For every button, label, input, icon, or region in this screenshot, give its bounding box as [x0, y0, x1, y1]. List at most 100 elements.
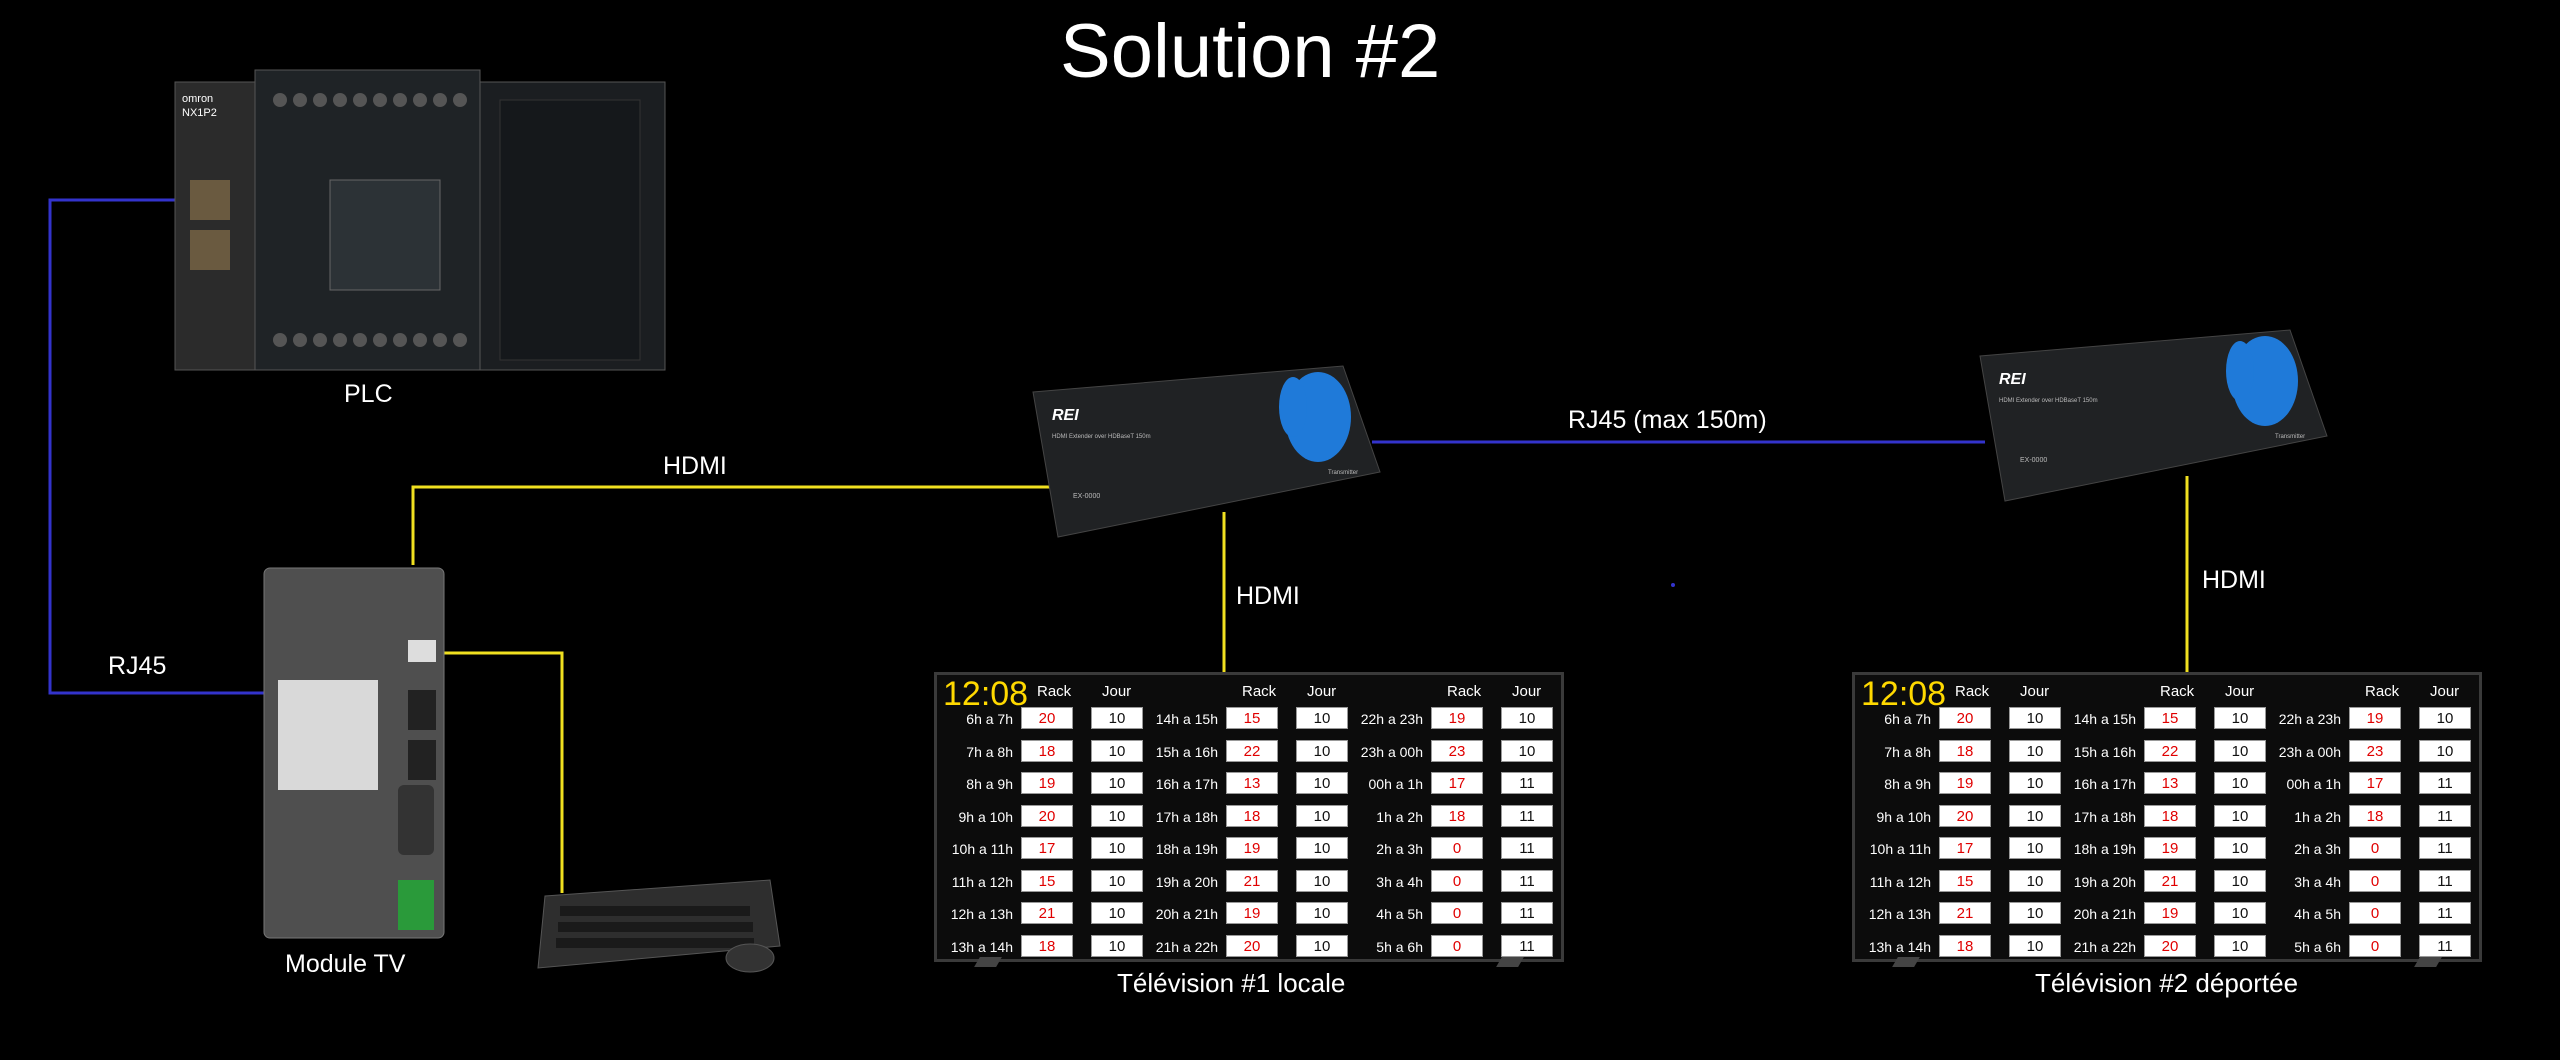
- rack-value: 23: [1431, 739, 1483, 762]
- rack-value: 22: [2144, 739, 2196, 762]
- time-slot-label: 10h a 11h: [951, 841, 1013, 857]
- jour-value: 10: [1296, 869, 1348, 892]
- time-slot-label: 3h a 4h: [1376, 873, 1423, 890]
- stray-dot: [1671, 583, 1675, 587]
- rack-value: 21: [1021, 902, 1073, 924]
- jour-value: 10: [2214, 707, 2266, 729]
- time-slot-label: 21h a 22h: [1155, 938, 1218, 955]
- jour-value: 10: [2009, 772, 2061, 794]
- jour-value: 11: [1501, 934, 1553, 957]
- rack-value: 15: [1226, 707, 1278, 729]
- jour-value: 10: [2214, 739, 2266, 762]
- time-slot-label: 00h a 1h: [1368, 776, 1424, 792]
- rack-value: 17: [1431, 772, 1483, 794]
- jour-value: 10: [1091, 707, 1143, 729]
- jour-value: 10: [1296, 902, 1348, 924]
- extender2-brand: REI: [1999, 371, 2026, 388]
- rack-value: 0: [1431, 837, 1483, 859]
- rack-value: 18: [1226, 804, 1278, 827]
- rack-value: 21: [1939, 902, 1991, 924]
- jour-value: 11: [2419, 804, 2471, 827]
- rack-value: 0: [2349, 902, 2401, 924]
- rack-value: 19: [2349, 707, 2401, 729]
- extender1-tag: Transmitter: [1328, 470, 1358, 476]
- time-slot-label: 20h a 21h: [2073, 906, 2136, 922]
- rack-value: 20: [2144, 934, 2196, 957]
- jour-value: 10: [2214, 837, 2266, 859]
- jour-value: 10: [1501, 707, 1553, 729]
- time-slot-label: 8h a 9h: [1884, 776, 1931, 792]
- jour-value: 11: [1501, 837, 1553, 859]
- extender2-caption: HDMI Extender over HDBaseT 150m: [1999, 398, 2098, 404]
- time-slot-label: 12h a 13h: [1868, 906, 1931, 922]
- jour-value: 10: [2009, 934, 2061, 957]
- jour-value: 10: [2214, 869, 2266, 892]
- time-slot-label: 8h a 9h: [966, 776, 1013, 792]
- jour-header: Jour: [2020, 683, 2050, 700]
- jour-value: 10: [1091, 804, 1143, 827]
- jour-value: 10: [1296, 837, 1348, 859]
- module-tv-label: Module TV: [285, 950, 406, 978]
- time-slot-label: 14h a 15h: [1155, 711, 1218, 727]
- time-slot-label: 23h a 00h: [2278, 743, 2341, 760]
- jour-value: 11: [2419, 869, 2471, 892]
- time-slot-label: 3h a 4h: [2294, 873, 2341, 890]
- time-slot-label: 7h a 8h: [966, 743, 1013, 760]
- rack-value: 20: [1021, 804, 1073, 827]
- rack-value: 19: [1021, 772, 1073, 794]
- jour-value: 10: [2009, 739, 2061, 762]
- time-slot-label: 2h a 3h: [1376, 841, 1423, 857]
- rack-value: 20: [1021, 707, 1073, 729]
- jour-value: 11: [1501, 902, 1553, 924]
- rack-value: 0: [1431, 869, 1483, 892]
- jour-value: 10: [2419, 739, 2471, 762]
- time-slot-label: 9h a 10h: [958, 808, 1014, 825]
- extender2-model: EX-0000: [2020, 457, 2047, 464]
- rack-value: 20: [1939, 707, 1991, 729]
- rack-header: Rack: [1242, 683, 1277, 700]
- time-slot-label: 6h a 7h: [1884, 711, 1931, 727]
- jour-value: 10: [2214, 934, 2266, 957]
- jour-value: 10: [1296, 739, 1348, 762]
- rack-value: 17: [1021, 837, 1073, 859]
- rack-value: 15: [1939, 869, 1991, 892]
- hdmi-left-label: HDMI: [1236, 582, 1300, 610]
- keyboard-and-mouse: [537, 879, 781, 973]
- jour-header: Jour: [2430, 683, 2460, 700]
- jour-value: 11: [2419, 837, 2471, 859]
- time-slot-label: 17h a 18h: [2073, 808, 2136, 825]
- page-title: Solution #2: [1060, 9, 1441, 94]
- time-slot-label: 11h a 12h: [1869, 873, 1931, 890]
- time-slot-label: 22h a 23h: [2278, 711, 2341, 727]
- rack-value: 13: [2144, 772, 2196, 794]
- rack-value: 18: [1021, 934, 1073, 957]
- rack-value: 19: [2144, 837, 2196, 859]
- time-slot-label: 23h a 00h: [1360, 743, 1423, 760]
- jour-value: 10: [2214, 804, 2266, 827]
- hdmi-extender-2: REI HDMI Extender over HDBaseT 150m EX-0…: [1979, 329, 2328, 502]
- time-slot-label: 12h a 13h: [950, 906, 1013, 922]
- rack-value: 18: [1939, 934, 1991, 957]
- rack-value: 21: [1226, 869, 1278, 892]
- rack-value: 0: [1431, 902, 1483, 924]
- jour-value: 11: [2419, 772, 2471, 794]
- jour-value: 10: [1296, 772, 1348, 794]
- time-slot-label: 1h a 2h: [2294, 808, 2341, 825]
- rack-value: 15: [2144, 707, 2196, 729]
- jour-value: 10: [1091, 739, 1143, 762]
- jour-value: 10: [1091, 934, 1143, 957]
- rack-value: 19: [2144, 902, 2196, 924]
- time-slot-label: 11h a 12h: [951, 873, 1013, 890]
- jour-value: 10: [2009, 707, 2061, 729]
- clock-display: 12:08: [1861, 675, 1947, 713]
- jour-value: 10: [1091, 837, 1143, 859]
- rack-value: 0: [1431, 934, 1483, 957]
- jour-header: Jour: [1307, 683, 1337, 700]
- time-slot-label: 4h a 5h: [2294, 906, 2341, 922]
- usb-cable-module-keyboard: [435, 651, 564, 893]
- hdmi-cable-module-extender1: [411, 485, 1050, 565]
- jour-value: 10: [1296, 934, 1348, 957]
- plc-device: omron NX1P2: [174, 69, 666, 371]
